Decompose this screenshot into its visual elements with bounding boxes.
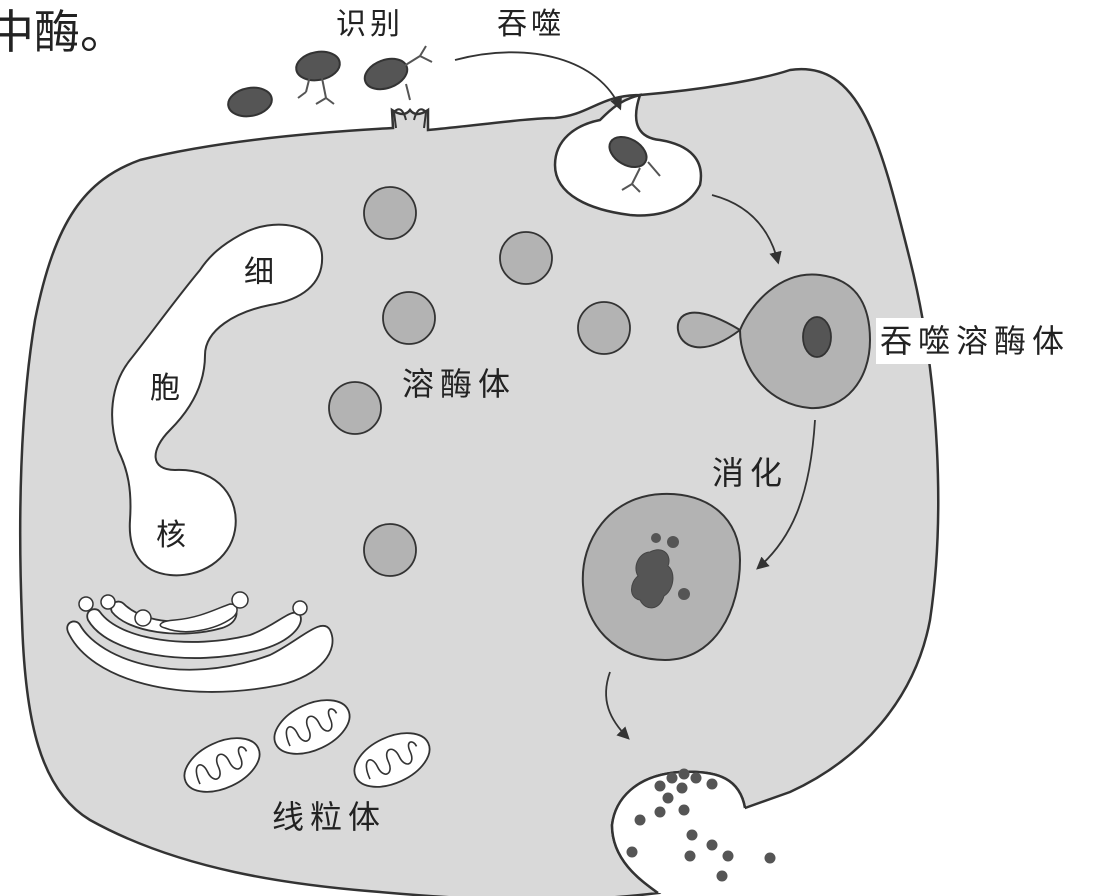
lysosome xyxy=(364,187,416,239)
bacterium xyxy=(361,53,412,94)
lysosome xyxy=(329,382,381,434)
label-digestion: 消化 xyxy=(712,454,788,492)
golgi-vesicle xyxy=(232,592,248,608)
lysosome xyxy=(364,524,416,576)
label-nucleus-3: 核 xyxy=(156,518,190,553)
golgi-vesicle xyxy=(135,610,151,626)
label-lysosome: 溶酶体 xyxy=(402,365,516,403)
phagolysosome-bacterium xyxy=(803,317,831,357)
antibody-icon xyxy=(404,46,432,100)
lysosome xyxy=(500,232,552,284)
label-recognition: 识别 xyxy=(336,7,404,42)
debris-particle xyxy=(651,533,661,543)
bacterium xyxy=(226,84,274,119)
lysosome xyxy=(578,302,630,354)
label-phagocytosis: 吞噬 xyxy=(497,7,565,42)
label-mitochondria: 线粒体 xyxy=(272,798,386,836)
label-phagolysosome: 吞噬溶酶体 xyxy=(880,322,1070,360)
bacterium xyxy=(294,48,342,83)
debris-particle xyxy=(678,588,690,600)
golgi-vesicle xyxy=(293,601,307,615)
golgi-vesicle xyxy=(101,595,115,609)
label-nucleus-1: 细 xyxy=(244,255,278,290)
lysosome xyxy=(383,292,435,344)
cropped-heading-text: 中酶。 xyxy=(0,5,126,59)
label-nucleus-2: 胞 xyxy=(150,371,184,406)
golgi-vesicle xyxy=(79,597,93,611)
arrow-phagocytosis xyxy=(455,52,620,108)
debris-particle xyxy=(667,536,679,548)
